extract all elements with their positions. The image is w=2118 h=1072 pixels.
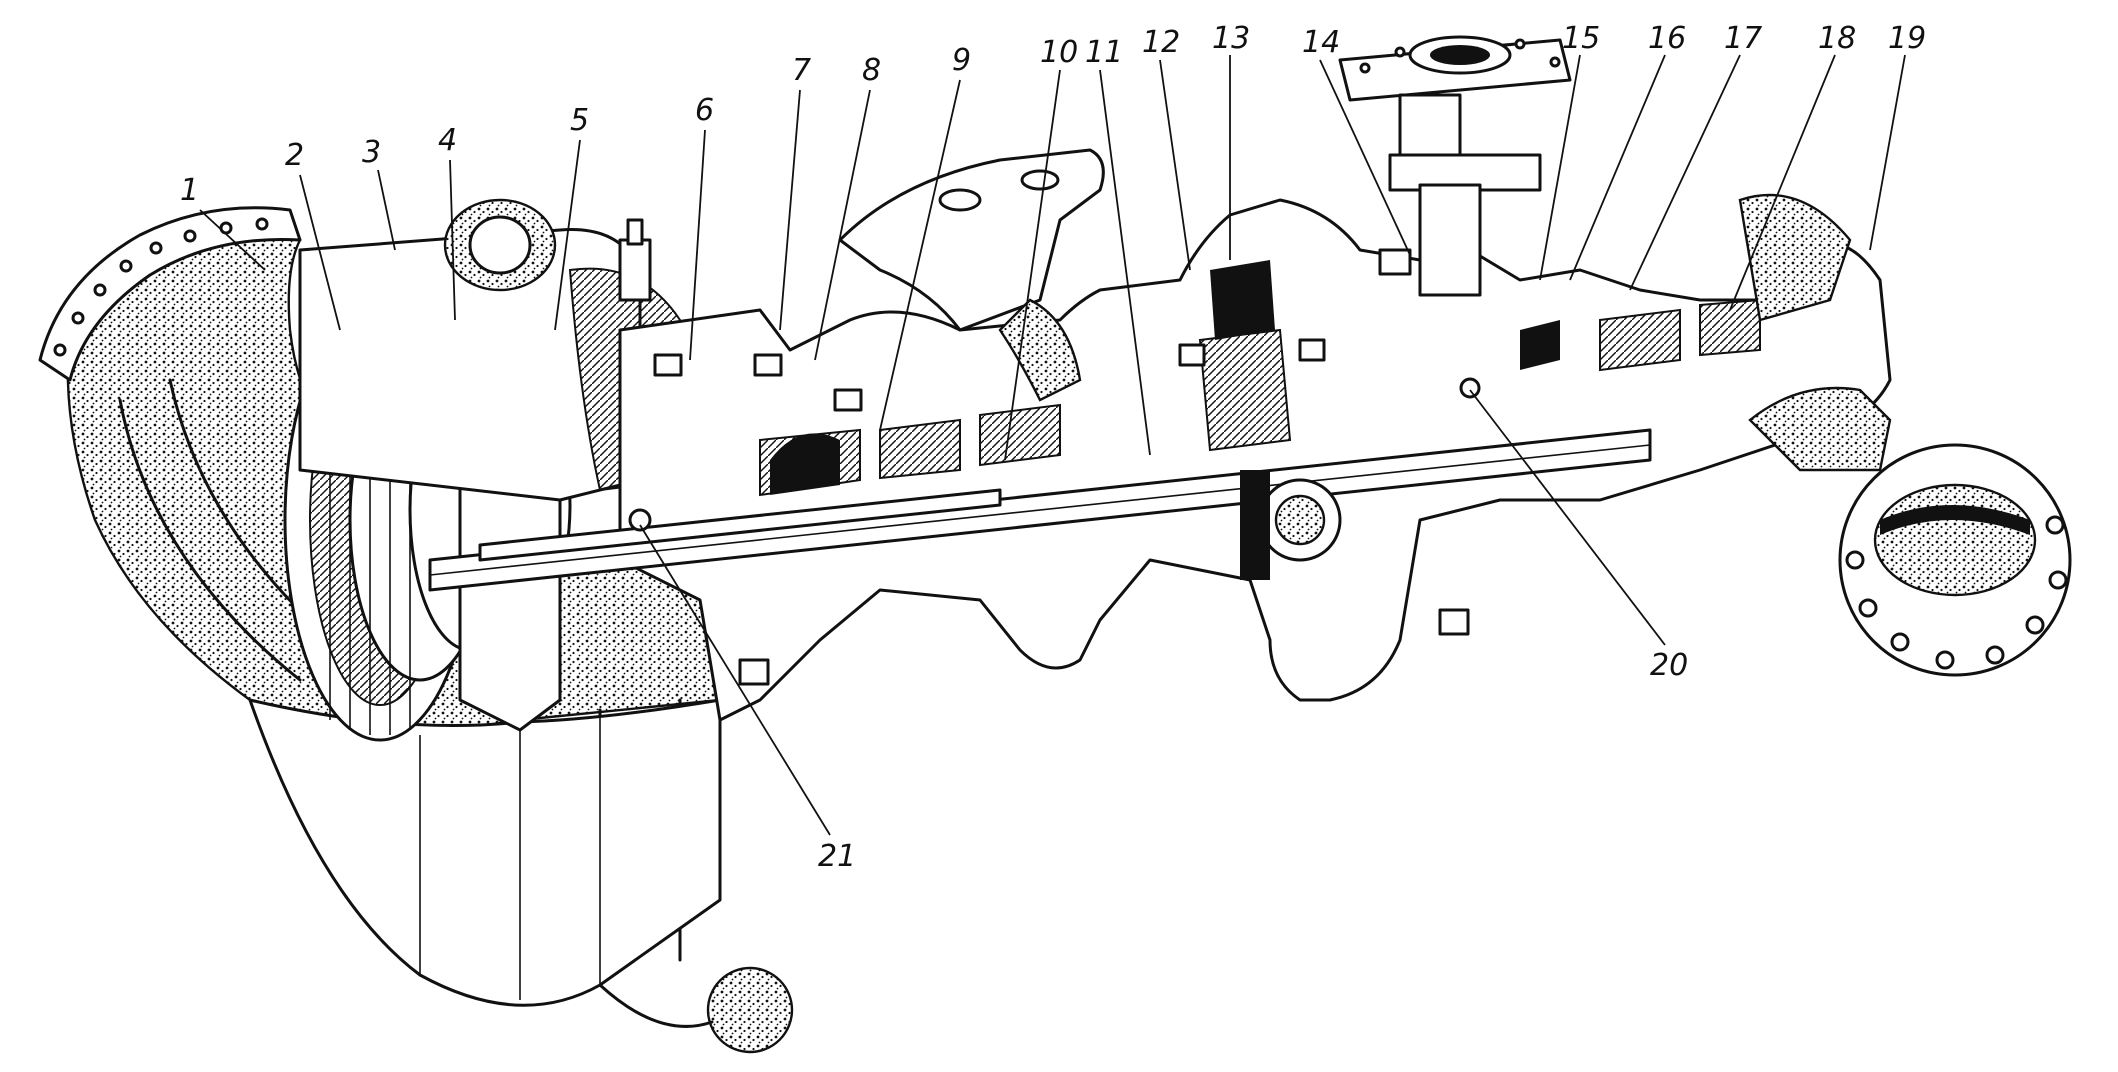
outlet-flange [1738,193,2072,677]
callout-18: 18 [1818,21,1856,56]
callout-6: 6 [695,93,714,128]
callout-10: 10 [1040,35,1078,70]
callout-14: 14 [1302,25,1340,60]
callout-15: 15 [1562,21,1600,56]
callout-11: 11 [1085,35,1123,70]
callout-20: 20 [1650,648,1688,683]
callout-4: 4 [438,123,457,158]
callout-5: 5 [570,103,589,138]
upper-outlet-duct [838,148,1105,402]
callout-9: 9 [952,43,971,78]
callout-12: 12 [1142,25,1180,60]
callout-2: 2 [285,138,304,173]
leader-lines [199,54,1906,836]
outlet-flange-bolt-holes [1845,515,2068,670]
callout-19: 19 [1888,21,1926,56]
callout-labels: 1 2 3 4 5 6 7 8 9 10 11 12 13 14 15 16 1… [180,21,1926,874]
callout-7: 7 [792,53,811,88]
callout-3: 3 [362,135,381,170]
callout-17: 17 [1724,21,1762,56]
top-flange-pipe [1338,35,1572,297]
callout-8: 8 [862,53,881,88]
flange-bolt-holes [53,217,269,357]
callout-16: 16 [1648,21,1686,56]
callout-21: 21 [818,839,856,874]
callout-1: 1 [180,173,199,208]
callout-13: 13 [1212,21,1250,56]
main-housing [428,198,1892,722]
casing-bolts [653,248,1470,686]
